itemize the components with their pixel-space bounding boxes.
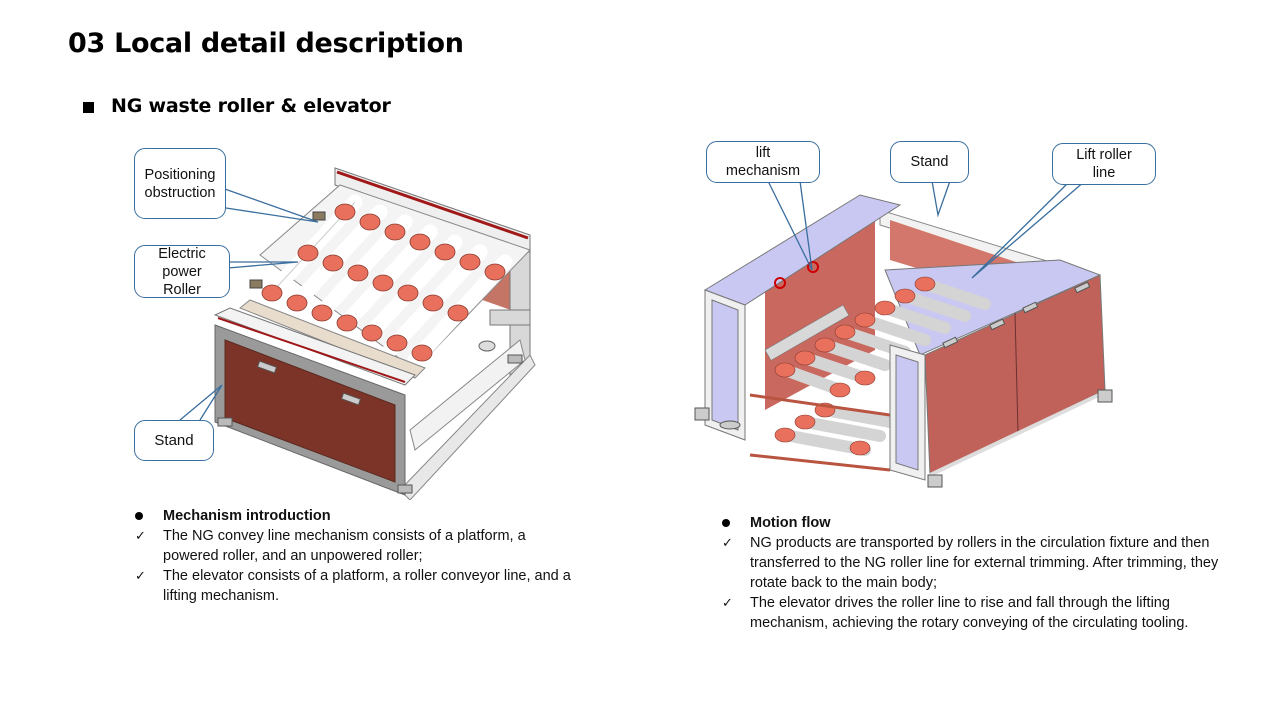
- check-icon: ✓: [722, 535, 733, 550]
- list-item: ✓ The NG convey line mechanism consists …: [135, 528, 526, 564]
- callout-lift-roller-line: Lift roller line: [1052, 143, 1156, 185]
- mechanism-introduction-heading: Mechanism introduction: [163, 508, 331, 524]
- ng-roller-illustration: [213, 167, 536, 500]
- motion-flow-block: Motion flow ✓ NG products are transporte…: [722, 513, 1232, 633]
- elevator-illustration: [694, 194, 1113, 488]
- circle-bullet-icon: [722, 519, 730, 527]
- callout-lift-mechanism: lift mechanism: [706, 141, 820, 183]
- section-subtitle: NG waste roller & elevator: [111, 95, 391, 117]
- check-icon: ✓: [722, 595, 733, 610]
- motion-flow-heading: Motion flow: [750, 515, 831, 531]
- check-icon: ✓: [135, 528, 146, 543]
- square-bullet-icon: [83, 102, 94, 113]
- callout-stand-right: Stand: [890, 141, 969, 183]
- left-leader-lines: [179, 187, 319, 421]
- callout-electric-power-roller: Electric power Roller: [134, 245, 230, 298]
- mechanism-introduction-block: Mechanism introduction ✓ The NG convey l…: [135, 506, 575, 606]
- list-item: ✓ The elevator drives the roller line to…: [722, 595, 1189, 631]
- list-item: ✓ The elevator consists of a platform, a…: [135, 568, 571, 604]
- page-title: 03 Local detail description: [68, 28, 464, 59]
- circle-bullet-icon: [135, 512, 143, 520]
- callout-stand-left: Stand: [134, 420, 214, 461]
- callout-positioning-obstruction: Positioning obstruction: [134, 148, 226, 219]
- right-leader-lines: [767, 180, 1086, 279]
- list-item: ✓ NG products are transported by rollers…: [722, 535, 1219, 591]
- check-icon: ✓: [135, 568, 146, 583]
